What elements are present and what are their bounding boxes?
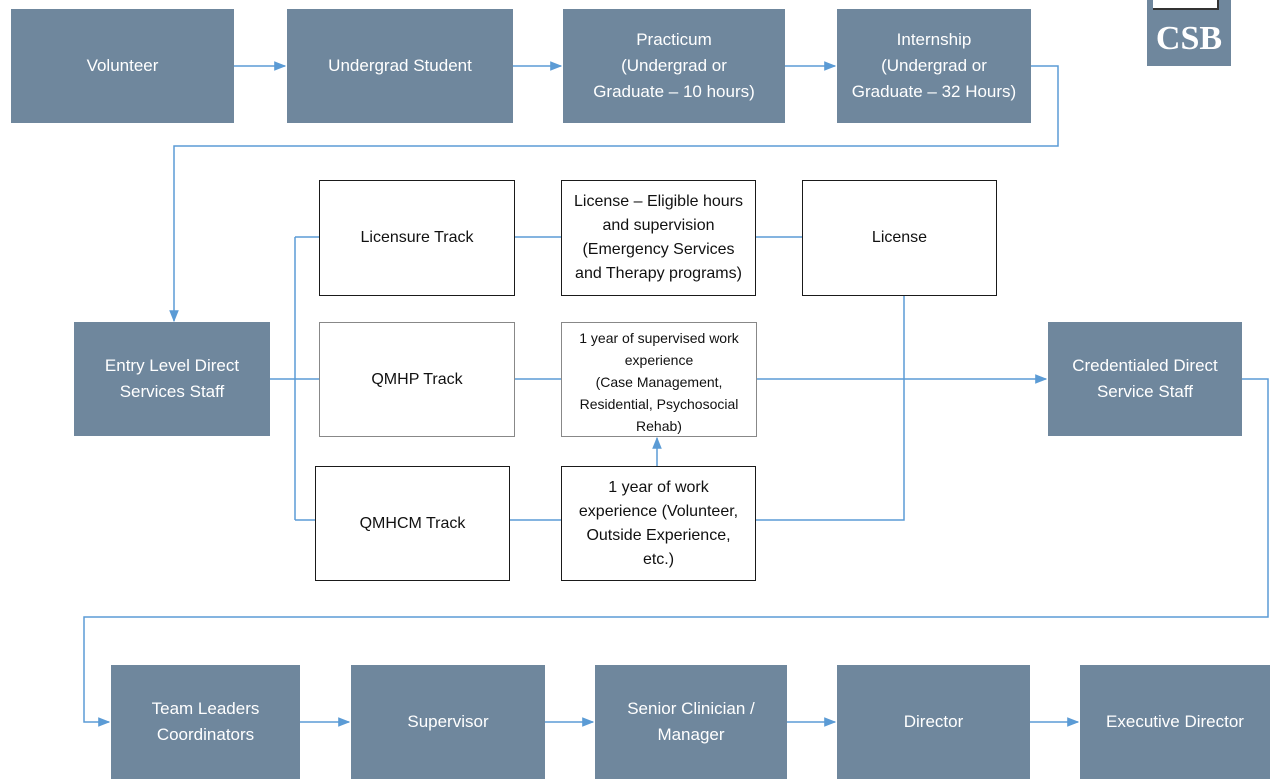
- qmhp-track-node: QMHP Track: [319, 322, 515, 437]
- internship-node: Internship (Undergrad or Graduate – 32 H…: [837, 9, 1031, 123]
- practicum-node: Practicum (Undergrad or Graduate – 10 ho…: [563, 9, 785, 123]
- credentialed-staff-node: Credentialed Direct Service Staff: [1048, 322, 1242, 436]
- supervised-work-experience-node: 1 year of supervised work experience (Ca…: [561, 322, 757, 437]
- work-experience-node: 1 year of work experience (Volunteer, Ou…: [561, 466, 756, 581]
- logo-text: CSB: [1155, 20, 1223, 57]
- csb-logo: CSB: [1147, 0, 1231, 66]
- arrow-internship-to-entry-level: [169, 65, 1059, 323]
- qmhcm-track-node: QMHCM Track: [315, 466, 510, 581]
- executive-director-node: Executive Director: [1080, 665, 1270, 779]
- senior-clinician-node: Senior Clinician / Manager: [595, 665, 787, 779]
- team-leaders-node: Team Leaders Coordinators: [111, 665, 300, 779]
- license-eligible-hours-node: License – Eligible hours and supervision…: [561, 180, 756, 296]
- line-license-and-work-merge: [756, 296, 905, 521]
- director-node: Director: [837, 665, 1030, 779]
- volunteer-node: Volunteer: [11, 9, 234, 123]
- licensure-track-node: Licensure Track: [319, 180, 515, 296]
- entry-level-staff-node: Entry Level Direct Services Staff: [74, 322, 270, 436]
- logo-bar: [1153, 0, 1219, 10]
- undergrad-student-node: Undergrad Student: [287, 9, 513, 123]
- license-node: License: [802, 180, 997, 296]
- supervisor-node: Supervisor: [351, 665, 545, 779]
- arrow-credentialed-to-team-leaders: [83, 378, 1269, 727]
